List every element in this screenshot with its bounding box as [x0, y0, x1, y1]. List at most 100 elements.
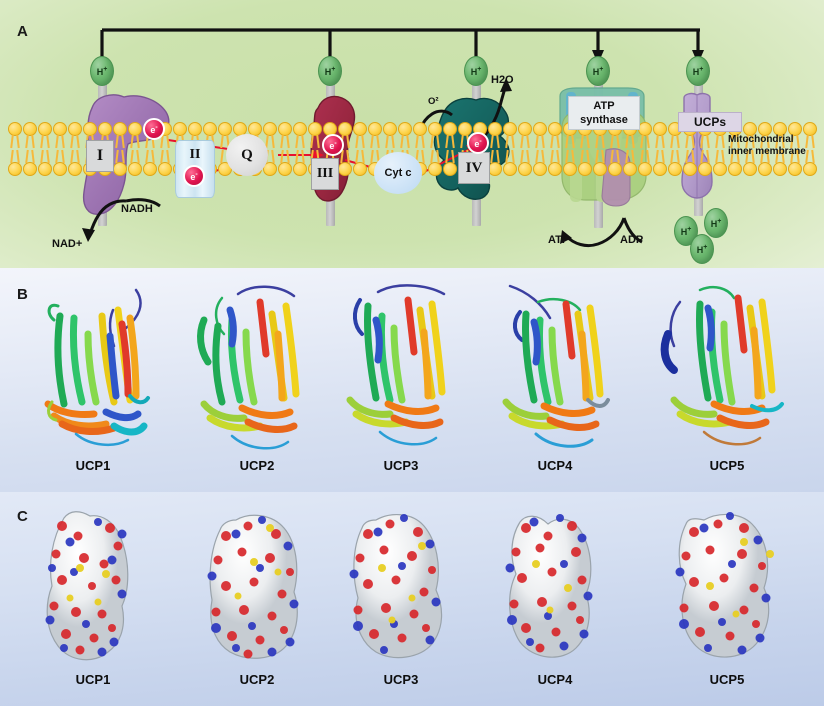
lipid-head-icon [668, 162, 682, 176]
lipid-tail [271, 149, 275, 164]
lipid-head-icon [53, 162, 67, 176]
lipid-molecule [263, 149, 278, 176]
ucp3-surface-art [349, 514, 443, 659]
lipid-tail [526, 149, 530, 164]
adp-label: ADP [620, 234, 644, 246]
lipid-molecule [548, 122, 563, 149]
proton-bubble-complex-iii: H+ [318, 56, 342, 86]
lipid-tail [511, 134, 515, 149]
lipid-molecule [758, 149, 773, 176]
lipid-head-icon [788, 162, 802, 176]
lipid-tail [496, 134, 500, 149]
lipid-head-icon [338, 162, 352, 176]
lipid-tail [40, 134, 44, 149]
lipid-tail [346, 149, 350, 164]
lipid-molecule [518, 149, 533, 176]
lipid-molecule [128, 149, 143, 176]
lipid-head-icon [263, 122, 277, 136]
lipid-molecule [38, 149, 53, 176]
lipid-molecule [683, 149, 698, 176]
lipid-tail [61, 134, 65, 149]
ucp1-ribbon-label: UCP1 [75, 458, 111, 473]
lipid-head-icon [218, 122, 232, 136]
lipid-tail [136, 149, 140, 164]
lipid-tail [286, 134, 290, 149]
lipid-molecule [638, 122, 653, 149]
complex-ii-label: II [189, 147, 201, 162]
lipid-tail [646, 149, 650, 164]
lipid-head-icon [803, 122, 817, 136]
lipid-molecule [653, 149, 668, 176]
lipid-tail [310, 134, 314, 149]
lipid-molecule [758, 122, 773, 149]
lipid-molecule [518, 122, 533, 149]
lipid-head-icon [578, 162, 592, 176]
lipid-molecule [23, 122, 38, 149]
ucp1-surface-art [45, 511, 129, 661]
lipid-tail [385, 134, 389, 149]
lipid-tail [280, 134, 284, 149]
lipid-molecule [173, 122, 188, 149]
lipid-tail [490, 134, 494, 149]
lipid-tail [691, 134, 695, 149]
lipid-molecule [278, 149, 293, 176]
lipid-tail [166, 134, 170, 149]
cytochrome-c: Cyt c [374, 152, 422, 194]
ucp5-ribbon: UCP5 [652, 268, 802, 492]
lipid-molecule [533, 149, 548, 176]
lipid-tail [415, 134, 419, 149]
lipid-tail [631, 134, 635, 149]
lipid-head-icon [98, 122, 112, 136]
lipid-molecule [428, 149, 443, 176]
lipid-molecule [98, 122, 113, 149]
electron-text: e- [190, 170, 198, 182]
panel-a: A [0, 0, 824, 268]
lipid-head-icon [788, 122, 802, 136]
lipid-head-icon [683, 162, 697, 176]
lipid-head-icon [728, 162, 742, 176]
ucps-label: UCPs [678, 112, 742, 132]
lipid-molecule [368, 122, 383, 149]
nadh-arrow-tail [125, 198, 161, 208]
lipid-head-icon [638, 122, 652, 136]
lipid-tail [391, 134, 395, 149]
lipid-head-icon [23, 122, 37, 136]
lipid-tail [286, 149, 290, 164]
lipid-tail [376, 134, 380, 149]
lipid-tail [565, 134, 569, 149]
lipid-tail [316, 134, 320, 149]
lipid-tail [31, 149, 35, 164]
lipid-tail [811, 134, 815, 149]
electron-complex-iv: e- [467, 132, 489, 154]
lipid-molecule [743, 149, 758, 176]
lipid-tail [556, 149, 560, 164]
lipid-tail [436, 134, 440, 149]
lipid-molecule [638, 149, 653, 176]
ucp3-ribbon-art [346, 284, 446, 446]
lipid-tail [220, 134, 224, 149]
lipid-molecule [698, 149, 713, 176]
ucp2-ribbon: UCP2 [182, 268, 332, 492]
lipid-tail [271, 134, 275, 149]
lipid-tail [571, 134, 575, 149]
substrate-arrow-heads [82, 78, 572, 244]
lipid-tail [625, 134, 629, 149]
lipid-tail [556, 134, 560, 149]
lipid-head-icon [743, 162, 757, 176]
ucp1-surface: UCP1 [18, 492, 168, 706]
ucp2-surface-label: UCP2 [239, 672, 275, 687]
panel-b: B [0, 268, 824, 492]
lipid-molecule [773, 149, 788, 176]
lipid-head-icon [443, 162, 457, 176]
lipid-head-icon [113, 122, 127, 136]
lipid-molecule [488, 149, 503, 176]
lipid-tail [46, 134, 50, 149]
lipid-head-icon [278, 122, 292, 136]
lipid-tail [670, 134, 674, 149]
lipid-head-icon [803, 162, 817, 176]
lipid-tail [601, 149, 605, 164]
lipid-head-icon [38, 122, 52, 136]
lipid-tail [661, 149, 665, 164]
electron-complex-iii: e- [322, 134, 344, 156]
lipid-tail [700, 134, 704, 149]
